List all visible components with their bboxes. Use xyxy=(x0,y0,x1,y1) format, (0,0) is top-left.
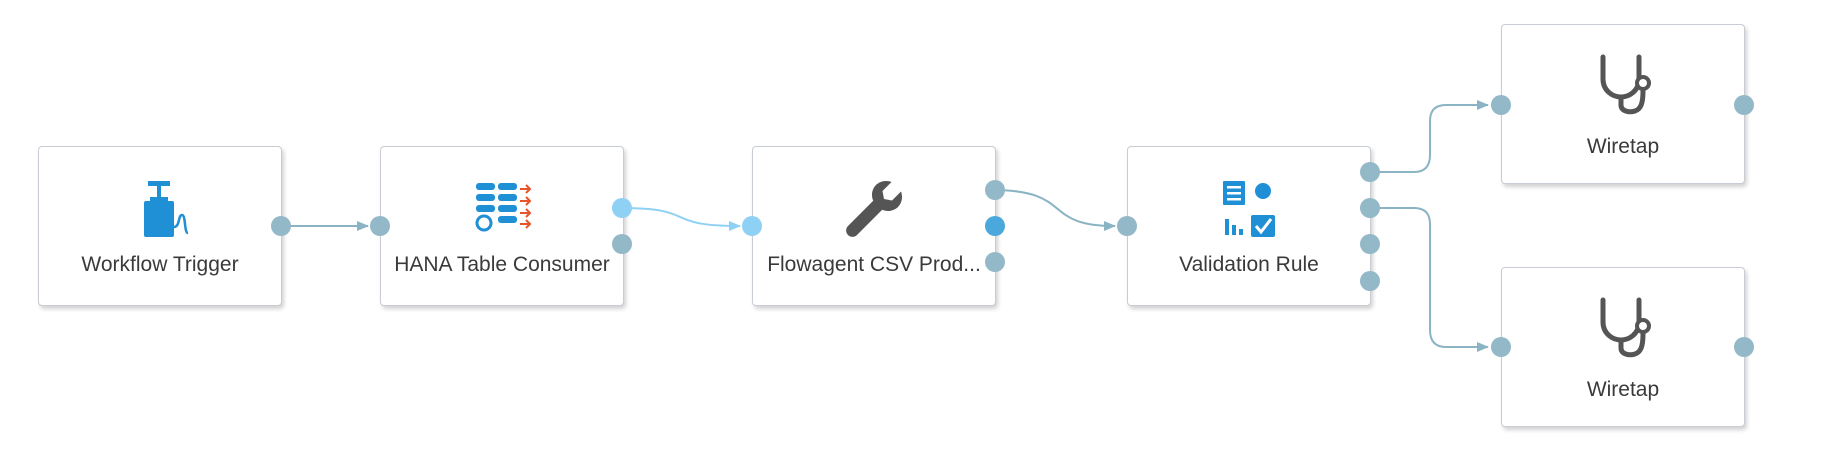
hana-table-consumer-icon xyxy=(475,183,532,232)
operator-wiretap-2[interactable]: Wiretap xyxy=(1501,267,1745,427)
node-label: HANA Table Consumer xyxy=(394,253,610,276)
wrench-icon xyxy=(846,181,902,237)
workflow-trigger-icon xyxy=(144,181,189,237)
connection-flowagent-to-validation[interactable] xyxy=(991,189,1116,231)
operator-validation-rule[interactable]: Validation Rule xyxy=(1127,146,1371,306)
node-label: Wiretap xyxy=(1586,378,1660,401)
operator-wiretap-1[interactable]: Wiretap xyxy=(1501,24,1745,184)
operator-hana-table-consumer[interactable]: HANA Table Consumer xyxy=(380,146,624,306)
stethoscope-icon xyxy=(1600,54,1651,115)
operator-workflow-trigger[interactable]: Workflow Trigger xyxy=(38,146,282,306)
validation-rule-icon xyxy=(1223,181,1275,237)
connection-hana-to-flowagent[interactable] xyxy=(620,207,741,231)
node-label: Workflow Trigger xyxy=(81,253,239,276)
node-label: Wiretap xyxy=(1586,135,1660,158)
connection-validation-to-wiretap-1[interactable] xyxy=(1366,100,1489,173)
operator-flowagent-csv-producer[interactable]: Flowagent CSV Prod... xyxy=(752,146,996,306)
connection-validation-to-wiretap-2[interactable] xyxy=(1366,207,1489,352)
node-label: Validation Rule xyxy=(1179,253,1319,276)
stethoscope-icon xyxy=(1600,297,1651,358)
node-label: Flowagent CSV Prod... xyxy=(767,253,981,276)
